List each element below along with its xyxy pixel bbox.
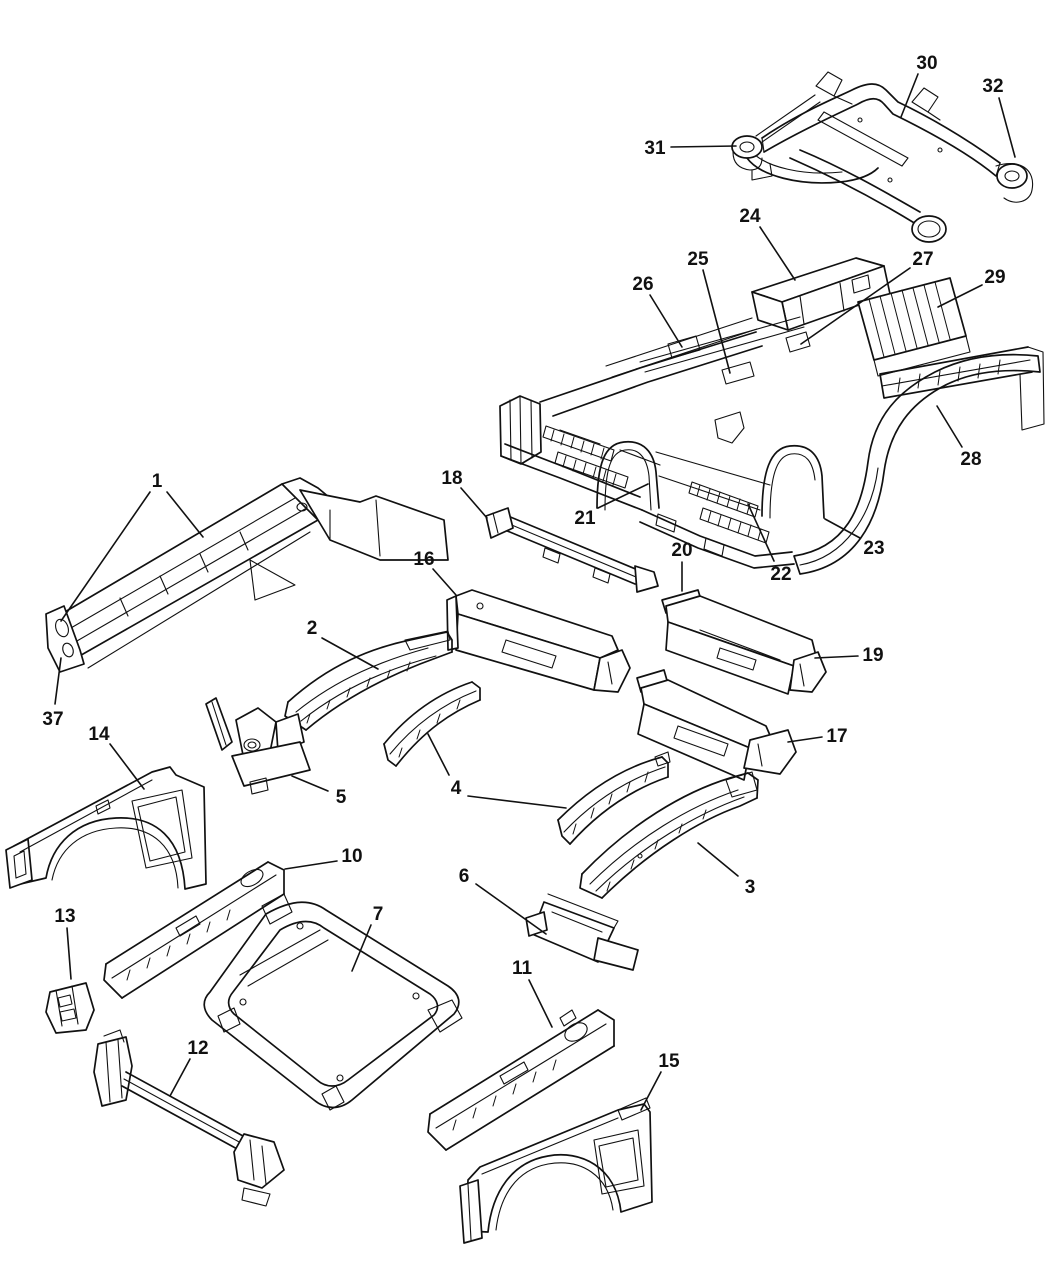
leader-line-7 [351,924,372,972]
part-crossmember-12 [93,1029,285,1207]
part-rear-suspension-crossmember [731,71,1034,243]
leader-line-14 [109,743,145,790]
leader-line-1 [166,491,204,538]
callout-30-label: 30 [916,53,937,74]
leader-line-10 [284,860,338,870]
leader-line-29 [937,284,983,308]
callout-22-label: 22 [770,564,791,585]
part-rail-segment-4b [557,751,671,845]
callout-37-label: 37 [42,709,63,730]
leader-line-32 [998,97,1016,158]
callout-29-label: 29 [984,267,1005,288]
leader-line-24 [759,226,796,281]
callout-23-label: 23 [863,538,884,559]
leader-line-27 [800,267,911,345]
callout-21-label: 21 [574,508,596,529]
leader-line-4 [427,733,450,776]
part-crossmember-18 [485,507,659,593]
leader-line-11 [528,979,553,1028]
part-wheelhouse-front-left-14 [5,766,207,890]
callout-12-label: 12 [187,1038,208,1059]
leader-line-2 [321,637,379,670]
leader-line-30 [900,73,919,118]
callout-6-label: 6 [459,866,470,887]
callout-2-label: 2 [307,618,318,639]
part-sill-rail-2 [284,630,453,731]
callout-25-label: 25 [687,249,709,270]
leader-line-17 [787,736,823,743]
part-load-floor-panel-29 [857,277,971,377]
callout-19-label: 19 [862,645,883,666]
leader-line-21 [597,483,649,509]
callouts-layer: 1234567101112131415161718192021222324252… [42,53,1016,1111]
part-rear-crossmember-24 [751,257,891,331]
callout-20-label: 20 [671,540,692,561]
leader-line-19 [814,655,859,659]
part-rear-floor-pan-assembly [499,257,1045,575]
part-rail-segment-4a [383,681,481,767]
callout-5-label: 5 [336,787,347,808]
leader-line-28 [936,405,963,448]
callout-4-label: 4 [451,778,462,799]
leader-line-18 [460,487,488,519]
callout-1-label: 1 [152,471,163,492]
part-bracket-13 [45,982,95,1034]
leader-line-23 [824,518,861,539]
part-crossmember-19-20 [661,589,827,695]
part-rail-10 [103,861,285,999]
callout-18-label: 18 [441,468,462,489]
callout-11-label: 11 [512,958,533,979]
leader-line-6 [475,883,547,935]
callout-26-label: 26 [632,274,653,295]
leader-line-3 [697,842,739,877]
leader-line-37 [54,657,62,705]
leader-line-16 [432,568,457,596]
leader-line-15 [640,1071,662,1111]
part-wheelhouse-front-right-15 [459,1097,653,1244]
leader-line-5 [291,775,329,792]
callout-27-label: 27 [912,249,933,270]
part-crossmember-17 [636,669,797,781]
part-crossmember-16 [446,589,631,693]
callout-28-label: 28 [960,449,981,470]
leader-line-31 [670,145,737,148]
leader-line-26 [649,294,683,348]
leader-line-13 [66,927,72,980]
callout-7-label: 7 [373,904,384,925]
callout-17-label: 17 [826,726,847,747]
leader-line-1 [60,491,151,622]
leader-line-4 [467,795,567,809]
callout-32-label: 32 [982,76,1003,97]
callout-14-label: 14 [88,724,110,745]
part-rear-rail-3 [579,771,759,899]
callout-15-label: 15 [658,1051,680,1072]
leader-line-25 [702,269,731,374]
callout-10-label: 10 [341,846,362,867]
callout-13-label: 13 [54,906,75,927]
leader-line-22 [747,503,775,562]
callout-3-label: 3 [745,877,756,898]
part-front-frame-rail-left [45,477,449,673]
part-engine-cradle-7 [203,893,463,1111]
part-rail-11 [427,1009,615,1151]
callout-16-label: 16 [413,549,434,570]
callout-31-label: 31 [644,138,666,159]
part-bracket-5 [205,697,311,795]
callout-24-label: 24 [739,206,761,227]
leader-line-12 [169,1058,191,1097]
part-rear-rail-extension-28 [879,346,1045,431]
